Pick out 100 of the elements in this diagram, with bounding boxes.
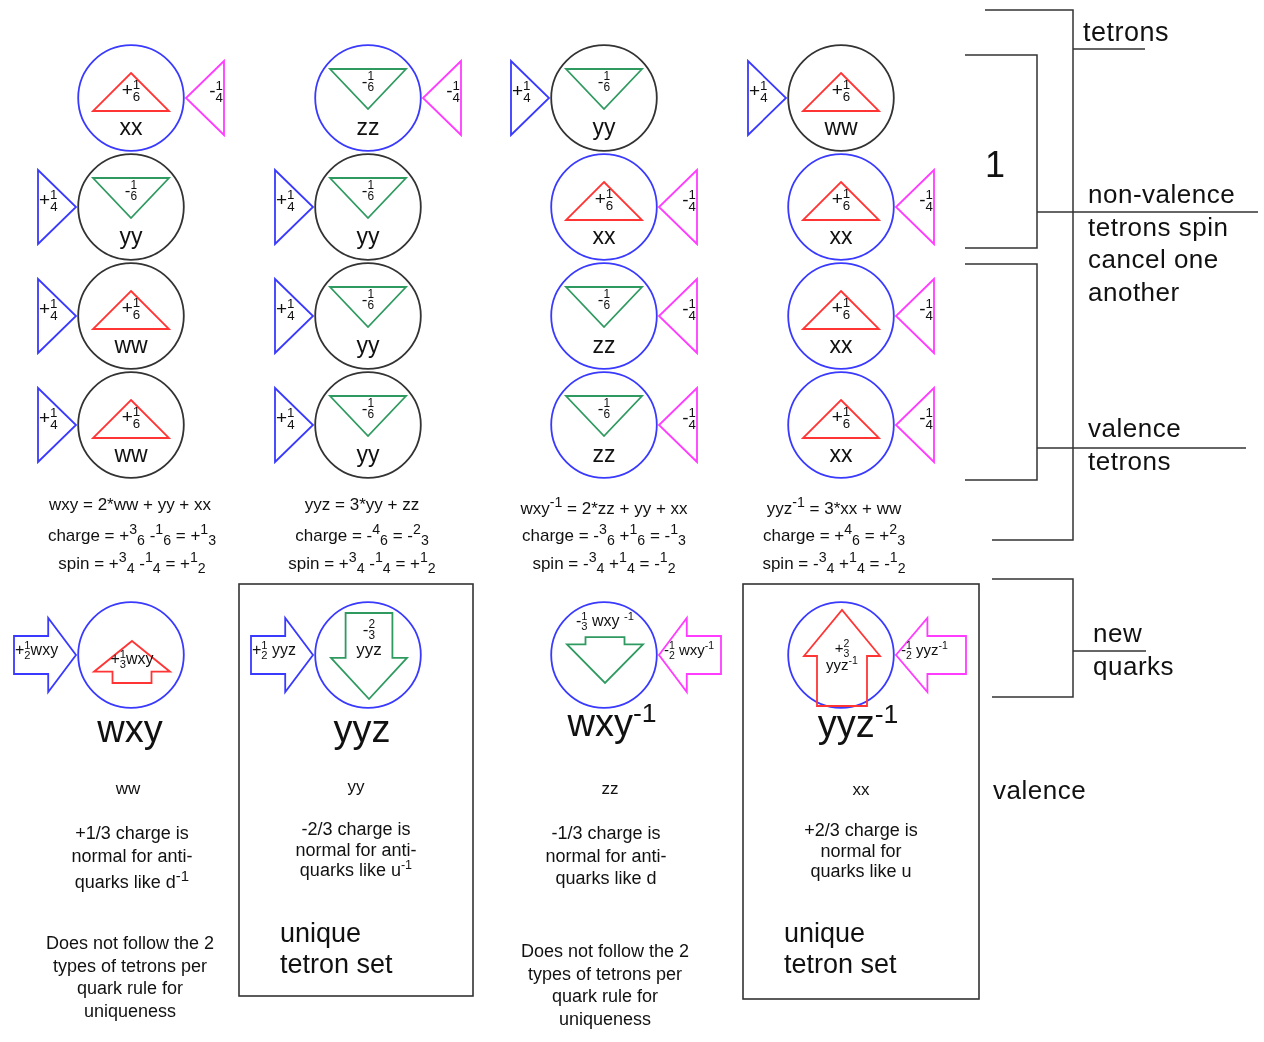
fraction-label: -$^{1}$$_{2}$ yyz$^{-1}$ xyxy=(901,641,948,659)
fraction-label: +$^{1}$$_{3}$wxy xyxy=(110,650,154,669)
tetron-label: zz xyxy=(356,114,380,141)
bracket-label: valence tetrons xyxy=(1088,412,1183,477)
quark-name: yyz$^{-1}$ xyxy=(817,703,899,747)
tetron-label: ww xyxy=(114,441,148,468)
tetron-label: zz xyxy=(592,441,616,468)
charge-triangle xyxy=(802,399,880,439)
tetron-circle xyxy=(550,371,658,479)
tetron-circle xyxy=(550,44,658,152)
note-text: Does not follow the 2 types of tetrons per quark rule for uniqueness xyxy=(45,932,215,1022)
tetron-label: yy xyxy=(347,777,365,797)
tetron-label: ww xyxy=(824,114,858,141)
charge-triangle xyxy=(565,286,643,328)
description-text: +2/3 charge is normal for quarks like u xyxy=(803,820,919,883)
bracket-label: tetrons xyxy=(1083,16,1170,49)
spin-triangle xyxy=(658,278,698,354)
tetron-circle xyxy=(77,262,185,370)
description-text: -2/3 charge is normal for anti-quarks like u$^{-1}$ xyxy=(295,819,417,882)
spin-arrow xyxy=(13,617,77,693)
quark-name: wxy xyxy=(97,708,163,752)
tetron-circle xyxy=(77,44,185,152)
spin-triangle xyxy=(37,387,77,463)
bracket-label: non-valence tetrons spin cancel one another xyxy=(1088,178,1237,308)
charge-triangle xyxy=(802,72,880,112)
description-text: -1/3 charge is normal for anti-quarks like d xyxy=(545,822,667,890)
fraction-label: +$^{1}$$_{2}$ yyz xyxy=(252,641,297,660)
formula-text: wxy$^{-1}$ = 2*zz + yy + xx xyxy=(520,494,688,519)
tetron-label: xx xyxy=(119,114,143,141)
charge-triangle xyxy=(92,177,170,219)
charge-triangle xyxy=(565,395,643,437)
charge-triangle xyxy=(329,177,407,219)
charge-triangle xyxy=(329,395,407,437)
spin-triangle xyxy=(274,387,314,463)
tetron-label: yy xyxy=(356,441,380,468)
charge-arrow xyxy=(803,609,881,707)
note-text: unique tetron set xyxy=(784,918,898,981)
charge-triangle xyxy=(92,290,170,330)
frame-box xyxy=(742,583,980,1000)
tetron-label: xx xyxy=(852,780,870,800)
spin-triangle xyxy=(422,60,462,136)
charge-triangle xyxy=(565,181,643,221)
tetron-circle xyxy=(314,262,422,370)
note-text: Does not follow the 2 types of tetrons per quark rule for uniqueness xyxy=(520,940,690,1030)
charge-triangle xyxy=(92,72,170,112)
charge-arrow xyxy=(330,612,408,700)
charge-arrow xyxy=(566,612,644,684)
spin-triangle xyxy=(747,60,787,136)
tetron-label: zz xyxy=(592,332,616,359)
tetron-label: yy xyxy=(592,114,616,141)
tetron-label: xx xyxy=(829,332,853,359)
quark-circle xyxy=(314,601,422,709)
charge-triangle xyxy=(802,290,880,330)
quark-name: yyz xyxy=(333,708,391,752)
tetron-circle xyxy=(314,371,422,479)
tetron-circle xyxy=(77,371,185,479)
tetron-label: yy xyxy=(119,223,143,250)
tetron-circle xyxy=(550,262,658,370)
bracket-label: valence xyxy=(993,774,1087,807)
tetron-circle xyxy=(787,371,895,479)
spin-triangle xyxy=(658,387,698,463)
tetron-circle xyxy=(550,153,658,261)
charge-arrow xyxy=(93,640,171,684)
tetron-label: xx xyxy=(829,223,853,250)
charge-triangle xyxy=(329,68,407,110)
tetron-label: yy xyxy=(356,332,380,359)
fraction-label: -$^{1}$$_{2}$ wxy$^{-1}$ xyxy=(664,641,715,659)
spin-triangle xyxy=(895,387,935,463)
frame-box xyxy=(238,583,474,997)
charge-triangle xyxy=(802,181,880,221)
tetron-circle xyxy=(77,153,185,261)
tetron-label: ww xyxy=(114,332,148,359)
spin-triangle xyxy=(37,278,77,354)
spin-arrow xyxy=(250,617,314,693)
formula-text: yyz$^{-1}$ = 3*xx + ww xyxy=(766,494,902,519)
bracket-label: new quarks xyxy=(1093,617,1176,682)
description-text: +1/3 charge is normal for anti-quarks like d$^{-1}$ xyxy=(71,822,193,894)
tetron-circle xyxy=(314,153,422,261)
charge-triangle xyxy=(92,399,170,439)
tetron-label: ww xyxy=(115,778,141,800)
spin-triangle xyxy=(658,169,698,245)
spin-triangle xyxy=(895,278,935,354)
spin-triangle xyxy=(274,169,314,245)
tetron-label: xx xyxy=(829,441,853,468)
tetron-label: xx xyxy=(592,223,616,250)
charge-triangle xyxy=(329,286,407,328)
tetron-label: zz xyxy=(601,778,619,800)
note-text: unique tetron set xyxy=(280,918,394,981)
charge-triangle xyxy=(565,68,643,110)
bracket-label: 1 xyxy=(985,143,1006,187)
fraction-label: +$^{1}$$_{2}$wxy xyxy=(15,641,59,660)
spin-triangle xyxy=(37,169,77,245)
tetron-circle xyxy=(787,262,895,370)
tetron-circle xyxy=(314,44,422,152)
spin-triangle xyxy=(274,278,314,354)
tetron-circle xyxy=(787,44,895,152)
spin-triangle xyxy=(185,60,225,136)
quark-name: wxy$^{-1}$ xyxy=(567,702,657,746)
quark-circle xyxy=(77,601,185,709)
formula-text: wxy = 2*ww + yy + xx xyxy=(49,494,211,516)
